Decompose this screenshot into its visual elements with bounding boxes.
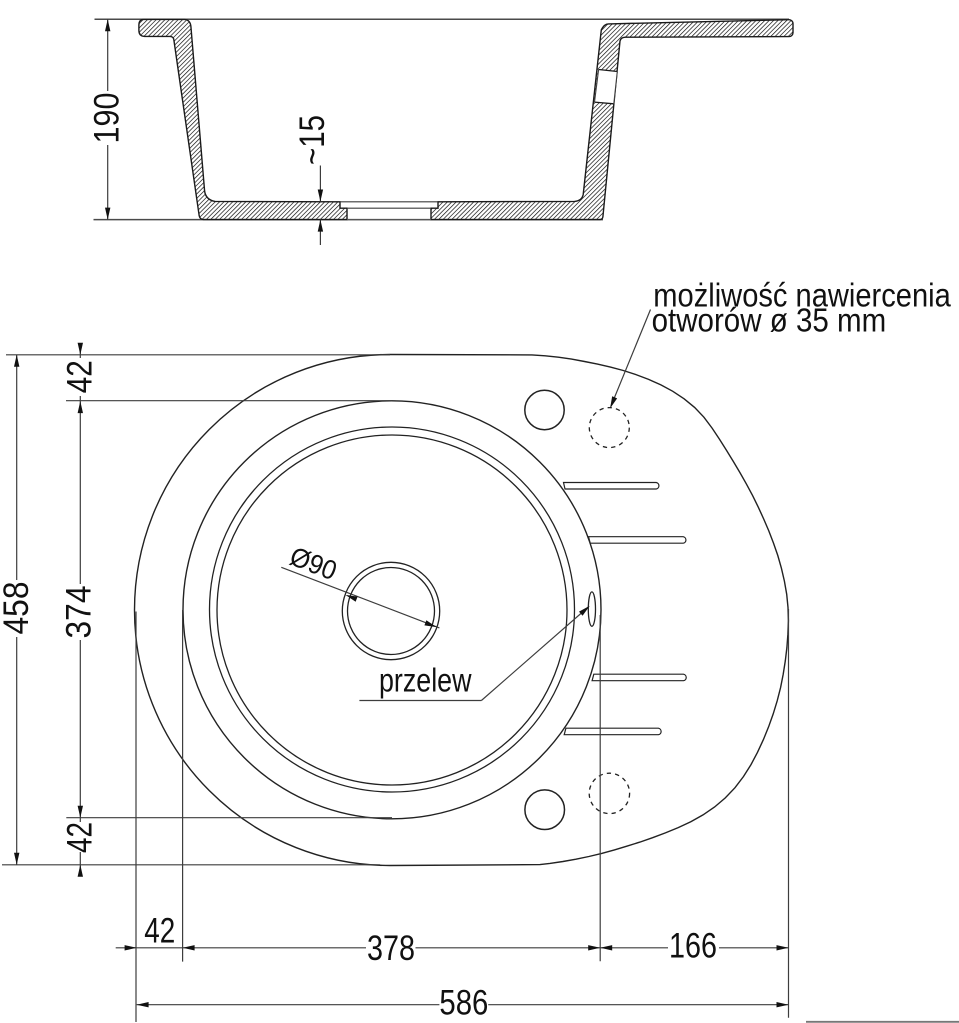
svg-text:166: 166 [669,927,717,966]
svg-text:458: 458 [0,582,36,635]
svg-text:190: 190 [88,93,127,144]
svg-text:586: 586 [439,984,488,1023]
svg-text:42: 42 [61,360,100,393]
svg-text:374: 374 [60,586,99,639]
svg-text:42: 42 [144,912,175,951]
svg-text:~15: ~15 [293,115,332,165]
svg-text:możliwość nawiercenia: możliwość nawiercenia [653,277,951,314]
svg-text:przelew: przelew [379,662,472,699]
svg-text:42: 42 [61,822,100,853]
svg-text:otworów ø 35 mm: otworów ø 35 mm [652,302,887,339]
svg-text:378: 378 [367,929,415,968]
svg-text:Ø90: Ø90 [286,541,341,586]
